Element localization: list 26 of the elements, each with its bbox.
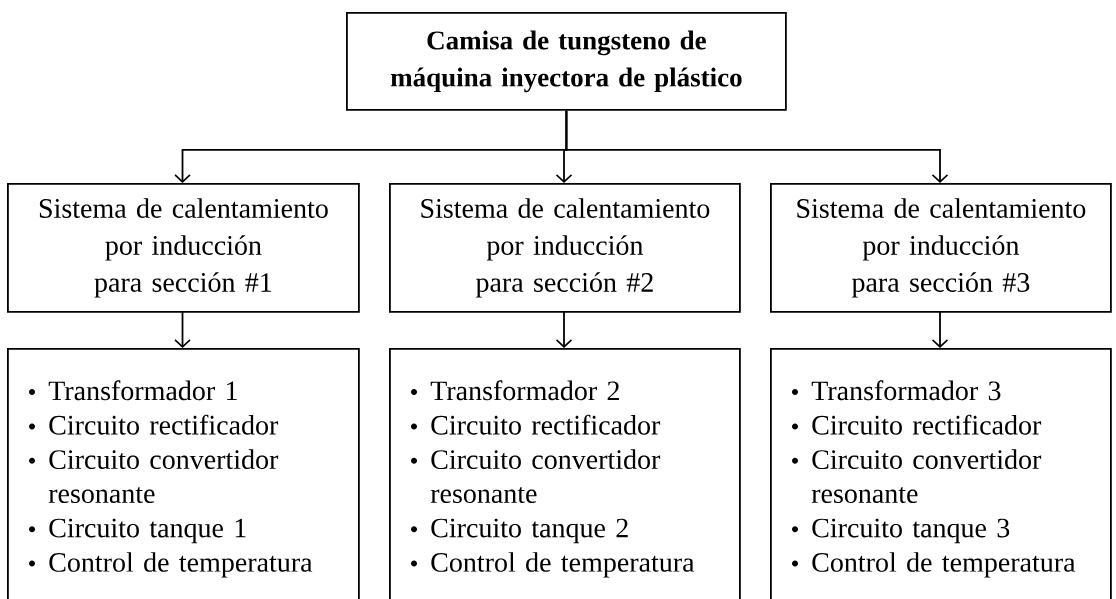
arrow: [555, 310, 573, 348]
list-item: Circuito rectificador: [431, 414, 661, 435]
section-box: Sistema de calentamiento por inducción para sección #1: [7, 183, 360, 313]
arrow: [174, 310, 191, 348]
list-item: Circuito tanque 3: [812, 518, 1010, 544]
list-item: Transformador 2: [430, 380, 619, 401]
section-box: Sistema de calentamiento por inducción para sección #2: [389, 183, 741, 313]
list-item: Circuito convertidor resonante: [811, 449, 1042, 504]
list-item: Circuito tanque 1: [49, 518, 246, 544]
component-list-box: [389, 348, 741, 599]
component-list-box: [7, 348, 360, 599]
arrow: [931, 310, 949, 348]
section-box: Sistema de calentamiento por inducción para sección #3: [770, 183, 1112, 313]
list-item: Circuito rectificador: [812, 414, 1042, 435]
list-item: Circuito rectificador: [49, 414, 279, 435]
list-item: Transformador 1: [48, 380, 237, 401]
title-box: Camisa de tungsteno de máquina inyectora de plástico: [346, 12, 787, 111]
list-item: Control de temperatura: [49, 552, 313, 578]
component-list-box: [770, 348, 1112, 599]
list-item: Control de temperatura: [431, 552, 695, 578]
list-item: Circuito tanque 2: [431, 518, 628, 544]
list-item: Control de temperatura: [812, 552, 1076, 578]
list-item: Transformador 3: [811, 380, 1001, 401]
arrow: [565, 109, 949, 183]
list-item: Circuito convertidor resonante: [48, 449, 279, 504]
list-item: Circuito convertidor resonante: [430, 449, 661, 504]
